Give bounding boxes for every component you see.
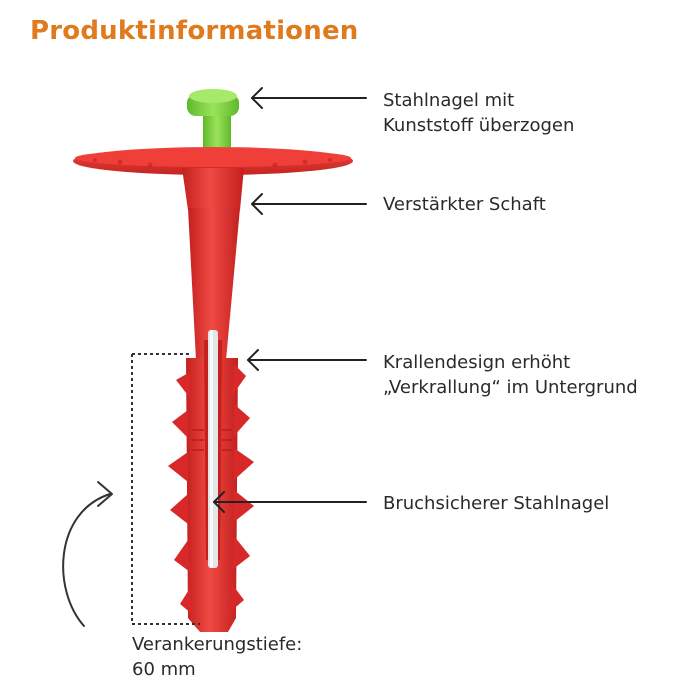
arrow-left-icon <box>251 193 367 215</box>
label-anchor-depth: Verankerungstiefe: 60 mm <box>132 634 303 680</box>
arrow-left-icon <box>213 491 367 513</box>
claw-section <box>168 330 254 632</box>
label-shaft: Verstärkter Schaft <box>383 194 546 215</box>
arrow-left-icon <box>247 349 367 371</box>
plate-disc <box>73 147 353 175</box>
nail-head-green <box>187 89 239 152</box>
label-nail-head: Stahlnagel mit Kunststoff überzogen <box>383 90 575 136</box>
shaft <box>188 208 240 360</box>
shaft-collar <box>182 168 244 210</box>
anchor-depth-bracket <box>131 353 200 625</box>
label-claw: Krallendesign erhöht „Verkrallung“ im Un… <box>383 352 638 398</box>
page-title: Produktinformationen <box>30 16 359 46</box>
curved-arrow-icon <box>62 481 113 627</box>
label-nail: Bruchsicherer Stahlnagel <box>383 493 610 514</box>
arrow-left-icon <box>251 87 367 109</box>
